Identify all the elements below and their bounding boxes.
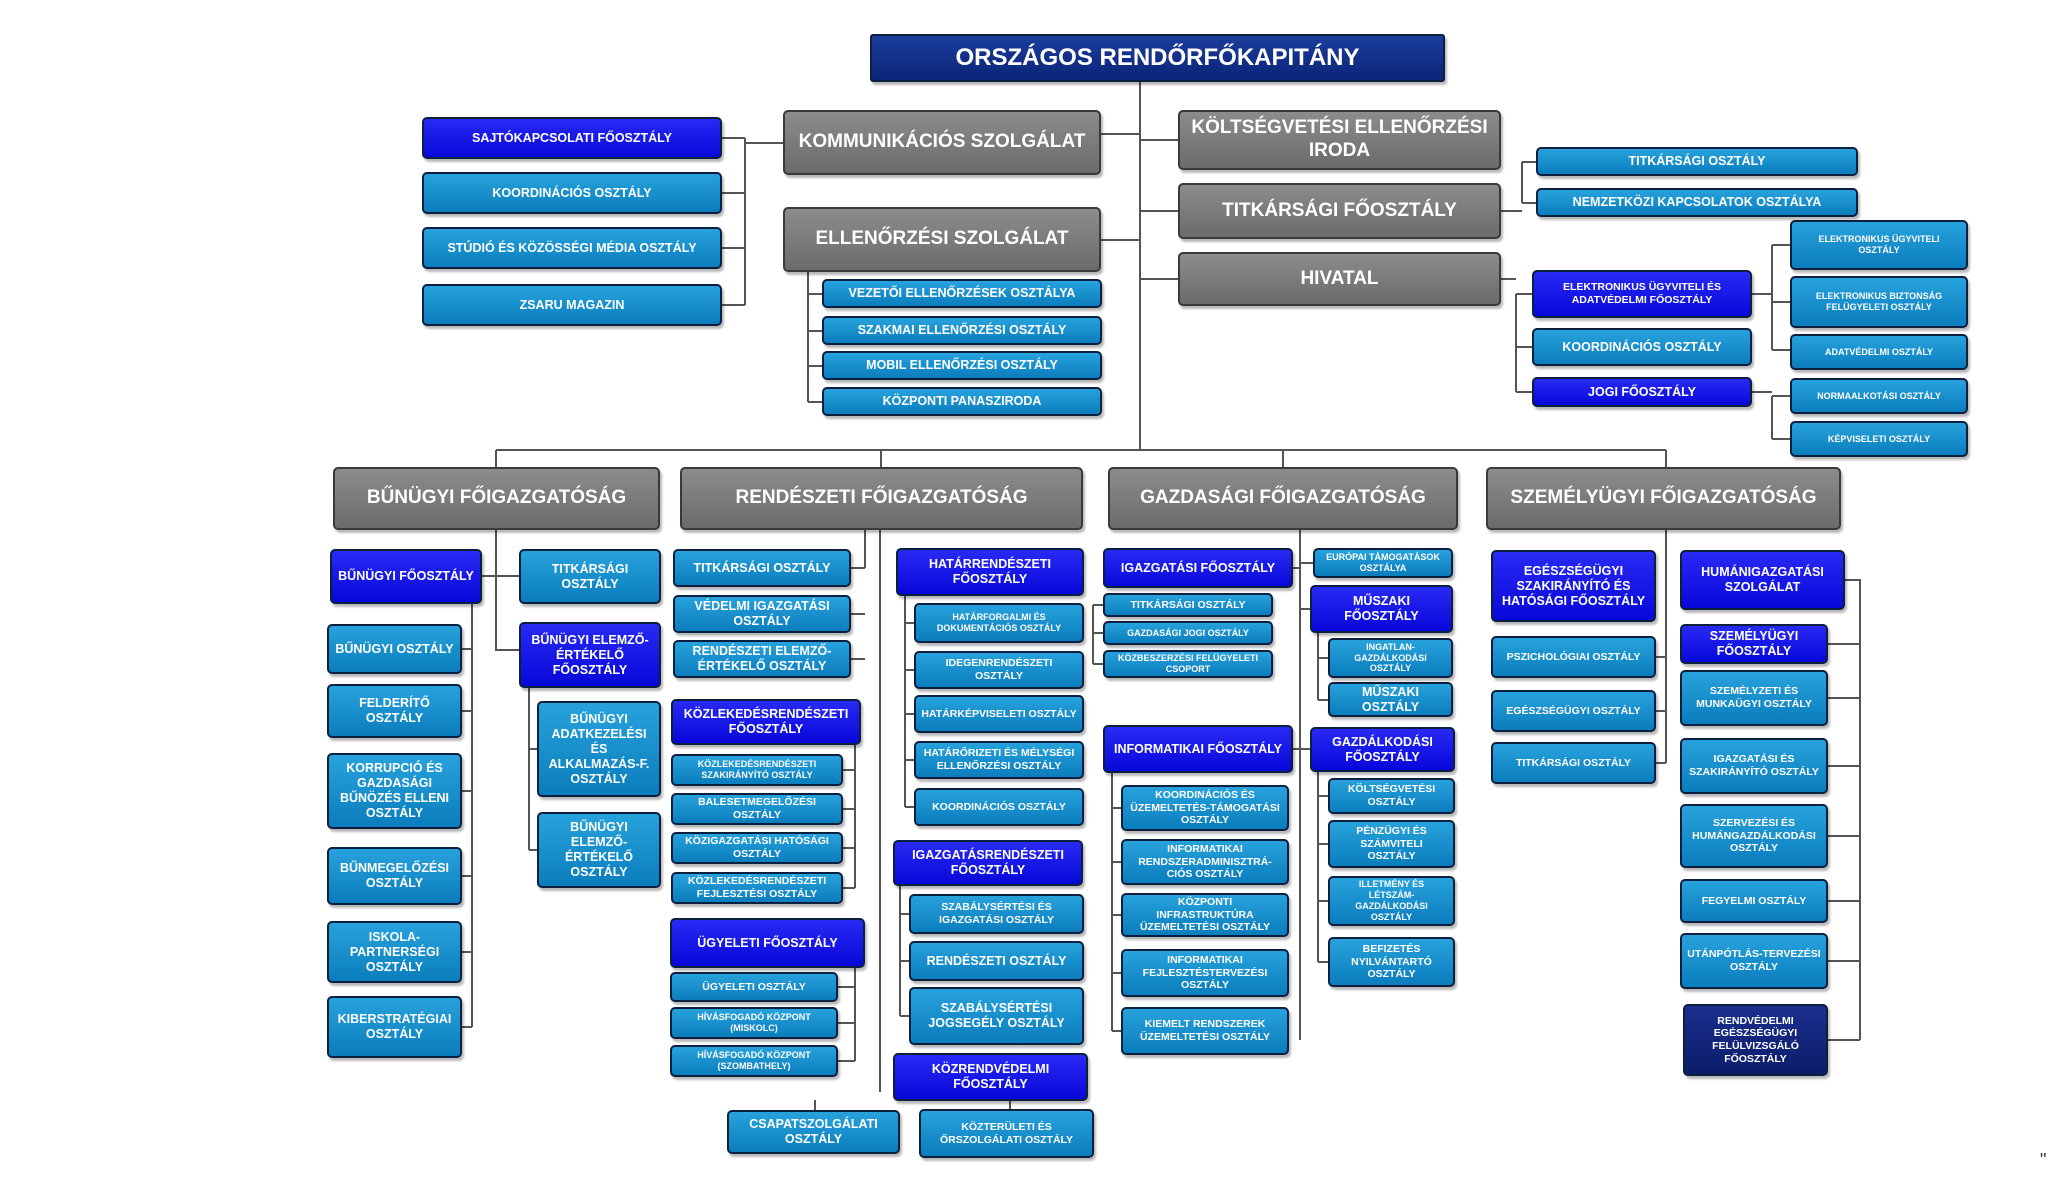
org-node-titkarsagi-osztaly-2: TITKÁRSÁGI OSZTÁLY (519, 549, 661, 604)
org-node-titkarsagi-osztaly-4: TITKÁRSÁGI OSZTÁLY (1103, 593, 1273, 617)
org-node-hatarkepviseleti-osztaly: HATÁRKÉPVISELETI OSZTÁLY (914, 695, 1084, 733)
org-node-hivasfogado-kozpont-szombathely: HÍVÁSFOGADÓ KÖZPONT (SZOMBATHELY) (670, 1045, 838, 1077)
org-node-koordinacios-osztaly-3: KOORDINÁCIÓS OSZTÁLY (914, 788, 1084, 826)
org-node-iskola-partnersegi-osztaly: ISKOLA-PARTNERSÉGI OSZTÁLY (327, 921, 462, 983)
org-node-normaalkotasi-osztaly: NORMAALKOTÁSI OSZTÁLY (1790, 378, 1968, 414)
org-node-koordinacios-osztaly-1: KOORDINÁCIÓS OSZTÁLY (422, 172, 722, 214)
org-node-informatikai-rendszeradminisztracios-osztaly: INFORMATIKAI RENDSZERADMINISZTRÁ-CIÓS OS… (1121, 839, 1289, 885)
org-node-pszichologiai-osztaly: PSZICHOLÓGIAI OSZTÁLY (1491, 636, 1656, 678)
org-node-hivatal: HIVATAL (1178, 252, 1501, 306)
org-node-penzugyi-szamviteli-osztaly: PÉNZÜGYI ÉS SZÁMVITELI OSZTÁLY (1328, 820, 1455, 868)
org-node-kommunikacios-szolgalat: KOMMUNIKÁCIÓS SZOLGÁLAT (783, 110, 1101, 175)
org-node-bunugyi-foigazgatosag: BŰNÜGYI FŐIGAZGATÓSÁG (333, 467, 660, 530)
org-node-illetmeny-letszamgazdalkodasi-osztaly: ILLETMÉNY ÉS LÉTSZÁM-GAZDÁLKODÁSI OSZTÁL… (1328, 876, 1455, 926)
org-node-korrupcio-osztaly: KORRUPCIÓ ÉS GAZDASÁGI BŰNÖZÉS ELLENI OS… (327, 753, 462, 829)
org-node-bunugyi-foosztaly: BŰNÜGYI FŐOSZTÁLY (330, 549, 482, 604)
org-node-egeszsegugyi-osztaly: EGÉSZSÉGÜGYI OSZTÁLY (1491, 690, 1656, 732)
org-node-kozlekedesrendeszeti-szakiranyito-osztaly: KÖZLEKEDÉSRENDÉSZETI SZAKIRÁNYÍTÓ OSZTÁL… (671, 754, 843, 786)
org-node-titkarsagi-osztaly-3: TITKÁRSÁGI OSZTÁLY (673, 549, 851, 587)
org-node-kozteruleti-orszolgalati-osztaly: KÖZTERÜLETI ÉS ŐRSZOLGÁLATI OSZTÁLY (919, 1109, 1094, 1158)
corner-mark: " (2040, 1150, 2047, 1170)
org-node-gazdasagi-jogi-osztaly: GAZDASÁGI JOGI OSZTÁLY (1103, 621, 1273, 645)
org-node-bunugyi-elemzo-osztaly: BŰNÜGYI ELEMZŐ-ÉRTÉKELŐ OSZTÁLY (537, 812, 661, 888)
org-node-kozbeszerzesi-felugyeleti-csoport: KÖZBESZERZÉSI FELÜGYELETI CSOPORT (1103, 650, 1273, 678)
org-node-elektronikus-biztonsag-osztaly: ELEKTRONIKUS BIZTONSÁG FELÜGYELETI OSZTÁ… (1790, 276, 1968, 328)
org-node-orszagos-rendorfokapitany: ORSZÁGOS RENDŐRFŐKAPITÁNY (870, 34, 1445, 82)
org-node-szabalysertesi-jogsegely-osztaly: SZABÁLYSÉRTÉSI JOGSEGÉLY OSZTÁLY (909, 987, 1084, 1045)
org-node-elektronikus-ugyviteli-osztaly: ELEKTRONIKUS ÜGYVITELI OSZTÁLY (1790, 220, 1968, 270)
org-node-ugyeleti-foosztaly: ÜGYELETI FŐOSZTÁLY (670, 918, 865, 968)
org-node-igazgatasrendeszeti-foosztaly: IGAZGATÁSRENDÉSZETI FŐOSZTÁLY (893, 840, 1083, 886)
org-node-igazgatasi-szakiranyito-osztaly: IGAZGATÁSI ÉS SZAKIRÁNYÍTÓ OSZTÁLY (1680, 738, 1828, 794)
org-node-fegyelmi-osztaly: FEGYELMI OSZTÁLY (1680, 879, 1828, 923)
org-node-bunmegelozesi-osztaly: BŰNMEGELŐZÉSI OSZTÁLY (327, 847, 462, 905)
org-node-titkarsagi-foosztaly: TITKÁRSÁGI FŐOSZTÁLY (1178, 183, 1501, 239)
org-node-zsaru-magazin: ZSARU MAGAZIN (422, 284, 722, 326)
org-node-egeszsegugyi-szakiranyito-foosztaly: EGÉSZSÉGÜGYI SZAKIRÁNYÍTÓ ÉS HATÓSÁGI FŐ… (1491, 550, 1656, 622)
org-node-kozponti-infrastruktura-osztaly: KÖZPONTI INFRASTRUKTÚRA ÜZEMELTETÉSI OSZ… (1121, 893, 1289, 937)
org-node-felderito-osztaly: FELDERÍTŐ OSZTÁLY (327, 684, 462, 738)
org-node-hatarforgalmi-osztaly: HATÁRFORGALMI ÉS DOKUMENTÁCIÓS OSZTÁLY (914, 603, 1084, 643)
org-node-szabalysertesi-igazgatasi-osztaly: SZABÁLYSÉRTÉSI ÉS IGAZGATÁSI OSZTÁLY (909, 894, 1084, 934)
org-node-mobil-ellenorzesi-osztaly: MOBIL ELLENŐRZÉSI OSZTÁLY (822, 351, 1102, 380)
org-node-igazgatasi-foosztaly: IGAZGATÁSI FŐOSZTÁLY (1103, 548, 1293, 588)
org-node-muszaki-foosztaly: MŰSZAKI FŐOSZTÁLY (1310, 585, 1453, 633)
org-node-bunugyi-osztaly: BŰNÜGYI OSZTÁLY (327, 624, 462, 674)
org-node-elektronikus-ugyviteli-foosztaly: ELEKTRONIKUS ÜGYVITELI ÉS ADATVÉDELMI FŐ… (1532, 270, 1752, 318)
org-node-szakmai-ellenorzesi-osztaly: SZAKMAI ELLENŐRZÉSI OSZTÁLY (822, 316, 1102, 345)
org-node-europai-tamogatasok-osztalya: EURÓPAI TÁMOGATÁSOK OSZTÁLYA (1313, 548, 1453, 578)
org-node-bunugyi-elemzo-foosztaly: BŰNÜGYI ELEMZŐ-ÉRTÉKELŐ FŐOSZTÁLY (519, 622, 661, 688)
org-node-nemzetkozi-kapcsolatok-osztalya: NEMZETKÖZI KAPCSOLATOK OSZTÁLYA (1536, 188, 1858, 217)
org-node-informatikai-foosztaly: INFORMATIKAI FŐOSZTÁLY (1103, 725, 1293, 773)
org-node-humanigazgatasi-szolgalat: HUMÁNIGAZGATÁSI SZOLGÁLAT (1680, 550, 1845, 610)
org-node-ingatlangazdalkodasi-osztaly: INGATLAN-GAZDÁLKODÁSI OSZTÁLY (1328, 638, 1453, 678)
org-node-kozponti-panasziroda: KÖZPONTI PANASZIRODA (822, 387, 1102, 416)
org-node-vezetoi-ellenorzesek-osztalya: VEZETŐI ELLENŐRZÉSEK OSZTÁLYA (822, 279, 1102, 308)
org-node-hatarrendeszeti-foosztaly: HATÁRRENDÉSZETI FŐOSZTÁLY (896, 548, 1084, 596)
org-node-hatarorizeti-osztaly: HATÁRŐRIZETI ÉS MÉLYSÉGI ELLENŐRZÉSI OSZ… (914, 741, 1084, 779)
org-node-informatikai-fejlesztestervezesi-osztaly: INFORMATIKAI FEJLESZTÉSTERVEZÉSI OSZTÁLY (1121, 949, 1289, 997)
org-node-utanpotlas-tervezesi-osztaly: UTÁNPÓTLÁS-TERVEZÉSI OSZTÁLY (1680, 933, 1828, 989)
org-node-rendvedelmi-egeszsegugyi-felulvizsgalo-foosztaly: RENDVÉDELMI EGÉSZSÉGÜGYI FELÜLVIZSGÁLÓ F… (1683, 1004, 1828, 1076)
org-node-titkarsagi-osztaly-1: TITKÁRSÁGI OSZTÁLY (1536, 147, 1858, 176)
org-node-rendeszeti-foigazgatosag: RENDÉSZETI FŐIGAZGATÓSÁG (680, 467, 1083, 530)
org-node-titkarsagi-osztaly-5: TITKÁRSÁGI OSZTÁLY (1491, 742, 1656, 784)
org-node-kozigazgatasi-hatosagi-osztaly: KÖZIGAZGATÁSI HATÓSÁGI OSZTÁLY (671, 832, 843, 864)
org-node-koltsegvetesi-osztaly: KÖLTSÉGVETÉSI OSZTÁLY (1328, 778, 1455, 814)
org-node-szemelyugyi-foosztaly: SZEMÉLYÜGYI FŐOSZTÁLY (1680, 624, 1828, 664)
org-node-kozlekedesrendeszeti-fejlesztesi-osztaly: KÖZLEKEDÉSRENDÉSZETI FEJLESZTÉSI OSZTÁLY (671, 872, 843, 904)
org-node-muszaki-osztaly: MŰSZAKI OSZTÁLY (1328, 682, 1453, 717)
org-node-kiberstrategiai-osztaly: KIBERSTRATÉGIAI OSZTÁLY (327, 996, 462, 1058)
org-node-szemelyugyi-foigazgatosag: SZEMÉLYÜGYI FŐIGAZGATÓSÁG (1486, 467, 1841, 530)
org-node-ellenorzesi-szolgalat: ELLENŐRZÉSI SZOLGÁLAT (783, 207, 1101, 272)
org-node-hivasfogado-kozpont-miskolc: HÍVÁSFOGADÓ KÖZPONT (MISKOLC) (670, 1007, 838, 1039)
org-node-koltsegvetesi-ellenorzesi-iroda: KÖLTSÉGVETÉSI ELLENŐRZÉSI IRODA (1178, 110, 1501, 170)
org-node-jogi-foosztaly: JOGI FŐOSZTÁLY (1532, 377, 1752, 407)
org-node-adatvedelmi-osztaly: ADATVÉDELMI OSZTÁLY (1790, 334, 1968, 370)
org-node-koordinacios-uzemeltetes-tamogatasi-osztaly: KOORDINÁCIÓS ÉS ÜZEMELTETÉS-TÁMOGATÁSI O… (1121, 785, 1289, 831)
org-node-ugyeleti-osztaly: ÜGYELETI OSZTÁLY (670, 972, 838, 1002)
org-node-kozlekedesrendeszeti-foosztaly: KÖZLEKEDÉSRENDÉSZETI FŐOSZTÁLY (671, 699, 861, 745)
org-node-szemelyzeti-munkaugyi-osztaly: SZEMÉLYZETI ÉS MUNKAÜGYI OSZTÁLY (1680, 670, 1828, 726)
org-node-gazdasagi-foigazgatosag: GAZDASÁGI FŐIGAZGATÓSÁG (1108, 467, 1458, 530)
org-node-befizetes-nyilvantarto-osztaly: BEFIZETÉS NYILVÁNTARTÓ OSZTÁLY (1328, 937, 1455, 987)
org-node-rendeszeti-osztaly: RENDÉSZETI OSZTÁLY (909, 941, 1084, 981)
org-node-kozrendvedelmi-foosztaly: KÖZRENDVÉDELMI FŐOSZTÁLY (893, 1053, 1088, 1101)
org-node-kiemelt-rendszerek-osztaly: KIEMELT RENDSZEREK ÜZEMELTETÉSI OSZTÁLY (1121, 1007, 1289, 1055)
org-node-koordinacios-osztaly-2: KOORDINÁCIÓS OSZTÁLY (1532, 328, 1752, 366)
org-node-gazdalkodasi-foosztaly: GAZDÁLKODÁSI FŐOSZTÁLY (1310, 727, 1455, 772)
org-node-csapatszolgalati-osztaly: CSAPATSZOLGÁLATI OSZTÁLY (727, 1110, 900, 1154)
org-node-szervezesi-humangazdalkodasi-osztaly: SZERVEZÉSI ÉS HUMÁNGAZDÁLKODÁSI OSZTÁLY (1680, 804, 1828, 868)
org-node-idegenrendeszeti-osztaly: IDEGENRENDÉSZETI OSZTÁLY (914, 651, 1084, 689)
org-node-balesetmegelozesi-osztaly: BALESETMEGELŐZÉSI OSZTÁLY (671, 793, 843, 825)
org-node-kepviseleti-osztaly: KÉPVISELETI OSZTÁLY (1790, 421, 1968, 457)
org-node-bunugyi-adatkezelesi-osztaly: BŰNÜGYI ADATKEZELÉSI ÉS ALKALMAZÁS-F. OS… (537, 701, 661, 797)
org-node-rendeszeti-elemzo-osztaly: RENDÉSZETI ELEMZŐ-ÉRTÉKELŐ OSZTÁLY (673, 640, 851, 678)
org-node-sajtokapcsolati-foosztaly: SAJTÓKAPCSOLATI FŐOSZTÁLY (422, 117, 722, 159)
org-node-studio-media-osztaly: STÚDIÓ ÉS KÖZÖSSÉGI MÉDIA OSZTÁLY (422, 227, 722, 269)
org-node-vedelmi-igazgatasi-osztaly: VÉDELMI IGAZGATÁSI OSZTÁLY (673, 595, 851, 633)
